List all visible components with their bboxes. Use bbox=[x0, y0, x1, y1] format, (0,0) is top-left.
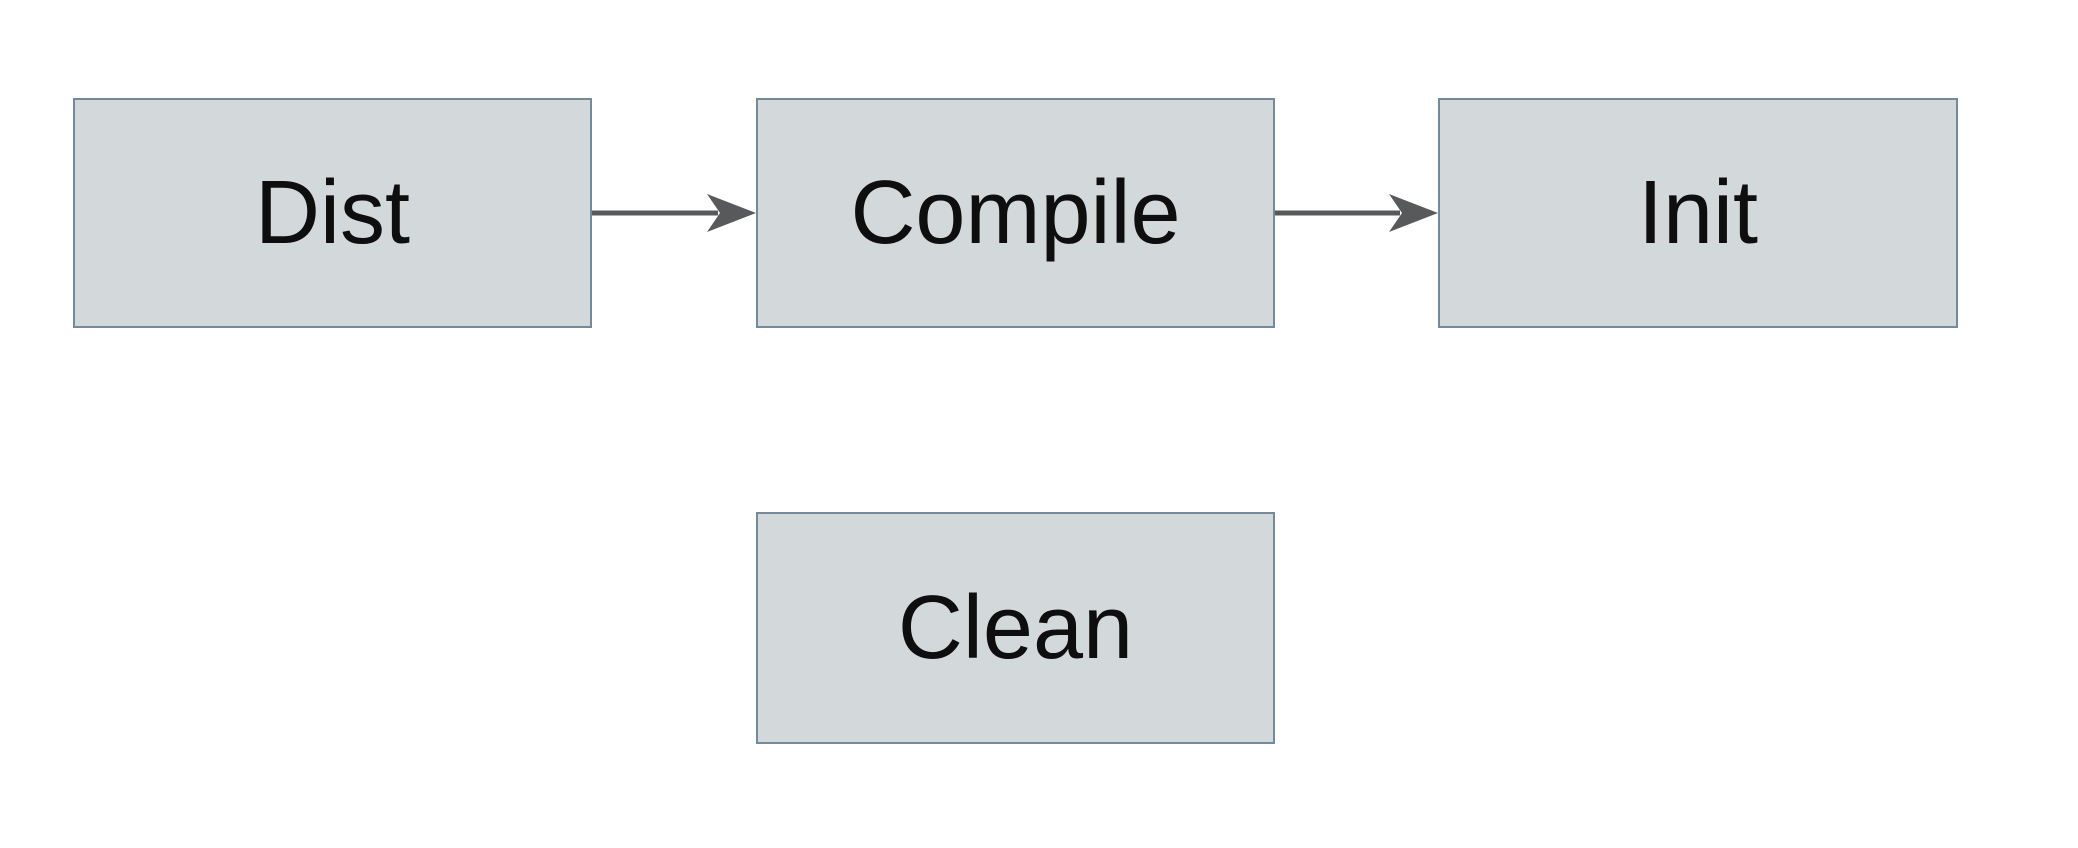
arrow-dist-to-compile-icon bbox=[592, 194, 756, 232]
node-dist: Dist bbox=[73, 98, 592, 328]
node-init-label: Init bbox=[1637, 163, 1759, 263]
node-compile-label: Compile bbox=[850, 163, 1181, 263]
node-clean-label: Clean bbox=[897, 578, 1134, 678]
node-compile: Compile bbox=[756, 98, 1275, 328]
node-dist-label: Dist bbox=[255, 163, 410, 263]
node-clean: Clean bbox=[756, 512, 1275, 744]
arrow-compile-to-init-icon bbox=[1275, 194, 1438, 232]
node-init: Init bbox=[1438, 98, 1958, 328]
